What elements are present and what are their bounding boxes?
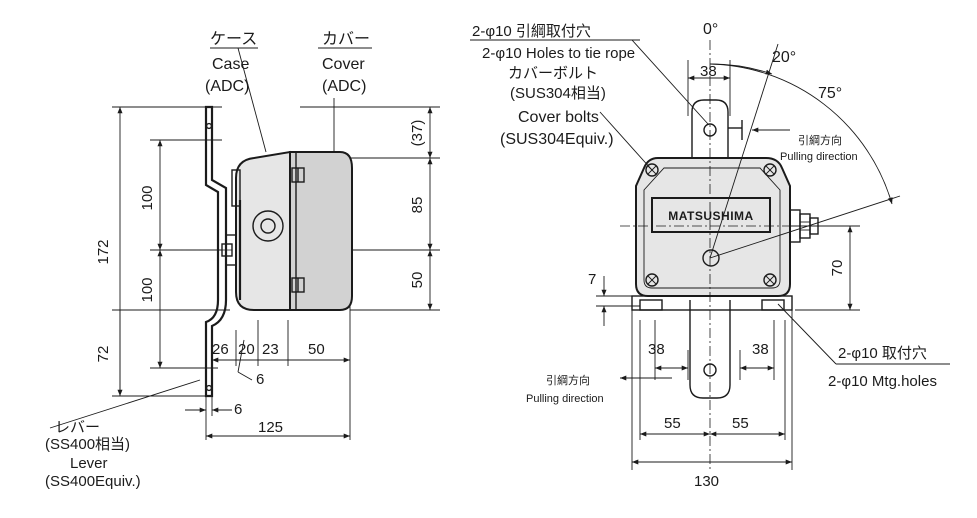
cover-bolt-tl [645, 163, 659, 177]
front-leaders [470, 39, 950, 365]
dim-125: 125 [258, 419, 283, 436]
angle-rays [709, 43, 901, 259]
lever-label-en: Lever [70, 455, 108, 472]
dim-38-right: 38 [752, 341, 769, 358]
dim-55-right: 55 [732, 415, 749, 432]
mtg-holes-label-en: 2-φ10 Mtg.holes [828, 373, 937, 390]
dim-70: 70 [829, 260, 846, 277]
dim-6-a: 6 [256, 371, 264, 388]
side-leaders [49, 47, 372, 429]
dim-37: (37) [409, 120, 426, 147]
case-label-en: Case [212, 56, 249, 73]
dim-172: 172 [95, 239, 112, 264]
side-view: ケース Case (ADC) カバー Cover (ADC) レバー (SS40… [45, 30, 440, 490]
upper-lever [691, 99, 743, 158]
cover-label-en: Cover [322, 56, 365, 73]
pull-arrows [620, 127, 790, 381]
dim-85: 85 [409, 197, 426, 214]
dim-130: 130 [694, 473, 719, 490]
side-labels: ケース Case (ADC) カバー Cover (ADC) レバー (SS40… [45, 30, 426, 490]
angle-20-label: 20° [772, 49, 796, 66]
pull-direction-jp-bottom: 引綱方向 [546, 373, 590, 387]
mtg-holes-label-jp: 2-φ10 取付穴 [838, 345, 927, 362]
dim-55-left: 55 [664, 415, 681, 432]
dim-7: 7 [588, 271, 596, 288]
brand-logo: MATSUSHIMA [668, 209, 753, 223]
front-body: MATSUSHIMA [635, 157, 791, 297]
mounting-lug-right [761, 299, 785, 311]
switch-case [231, 150, 291, 311]
dim-6-b: 6 [234, 401, 242, 418]
cover-bolts-label-jp: カバーボルト [508, 65, 598, 82]
lever-material-jp: (SS400相当) [45, 436, 130, 453]
lever-label-jp: レバー [55, 419, 100, 436]
dim-72: 72 [95, 346, 112, 363]
pull-direction-en-bottom: Pulling direction [526, 393, 604, 405]
case-material: (ADC) [205, 78, 249, 95]
switch-cover [289, 151, 353, 311]
cover-bolt-br [763, 273, 777, 287]
rope-holes-label-jp: 2-φ10 引綱取付穴 [472, 23, 591, 40]
lever-material-en: (SS400Equiv.) [45, 473, 141, 490]
mounting-plate [631, 295, 793, 311]
dim-50-bottom: 50 [308, 341, 325, 358]
lever-bracket [204, 105, 236, 398]
dim-50-right: 50 [409, 272, 426, 289]
cover-bolts-label-en: Cover bolts [518, 109, 599, 126]
angle-75-label: 75° [818, 85, 842, 102]
dim-38-left: 38 [648, 341, 665, 358]
mounting-lug-left [639, 299, 663, 311]
cover-material: (ADC) [322, 78, 366, 95]
dim-100-bottom: 100 [139, 277, 156, 302]
angle-0-label: 0° [703, 21, 718, 38]
rope-holes-label-en: 2-φ10 Holes to tie rope [482, 45, 635, 62]
dim-23: 23 [262, 341, 279, 358]
dim-26: 26 [212, 341, 229, 358]
side-dimensions [117, 107, 433, 439]
front-labels: 2-φ10 引綱取付穴 2-φ10 Holes to tie rope カバーボ… [472, 21, 937, 490]
cover-bolts-material-jp: (SUS304相当) [510, 85, 606, 102]
front-dimensions [601, 75, 853, 465]
cover-label-jp: カバー [322, 31, 370, 48]
dim-20: 20 [238, 341, 255, 358]
pull-direction-jp-top: 引綱方向 [798, 133, 842, 147]
dim-100-top: 100 [139, 185, 156, 210]
cover-bolt-bl [645, 273, 659, 287]
front-view: MATSUSHIMA [470, 21, 950, 490]
case-label-jp: ケース [210, 30, 257, 48]
dim-38-top: 38 [700, 63, 717, 80]
pull-direction-en-top: Pulling direction [780, 151, 858, 163]
cover-bolt-tr [763, 163, 777, 177]
cover-bolts-material-en: (SUS304Equiv.) [500, 131, 614, 148]
